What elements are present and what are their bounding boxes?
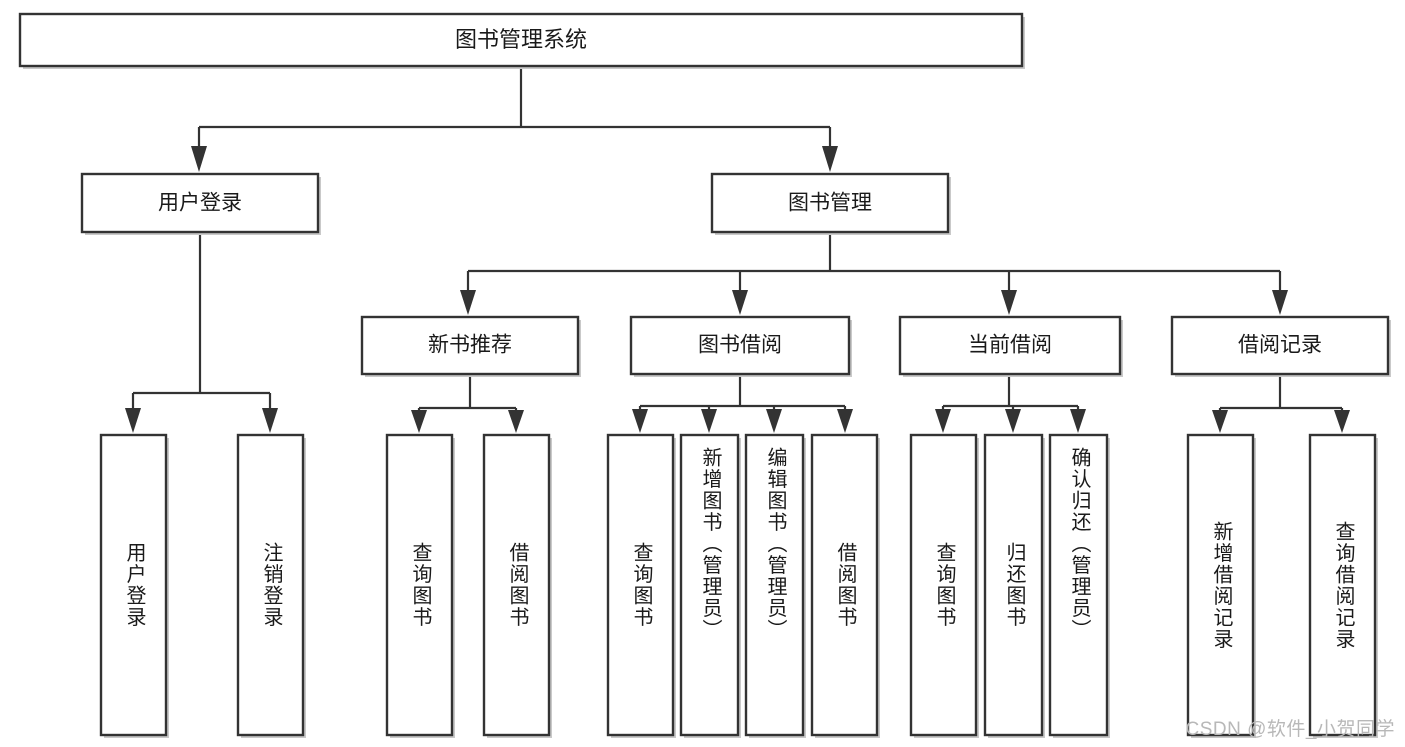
node-user-login[interactable]: 用户登录 [80,172,321,235]
arrow-head-icon [411,410,427,433]
node-user-login-label: 用户登录 [158,192,242,215]
node-leaf-query-book-recommend[interactable] [385,433,455,738]
connector-bookborrow-to-leaves [632,374,853,433]
node-borrow-record-label: 借阅记录 [1238,334,1322,357]
connector-root-to-level2 [191,66,838,172]
node-new-book-recommend-label: 新书推荐 [428,334,512,357]
node-root[interactable]: 图书管理系统 [18,12,1025,69]
node-book-borrow-label: 图书借阅 [698,334,782,357]
node-leaf-user-login[interactable] [99,433,169,738]
node-borrow-record[interactable]: 借阅记录 [1170,315,1391,377]
node-leaf-borrow-book-recommend[interactable] [482,433,552,738]
node-book-management-label: 图书管理 [788,192,872,215]
arrow-head-icon [632,409,648,433]
arrow-head-icon [1001,290,1017,315]
arrow-head-icon [837,409,853,433]
node-leaf-logout[interactable] [236,433,306,738]
connector-recommend-to-leaves [411,374,524,433]
node-leaf-return-book[interactable] [983,433,1045,738]
connector-bookmgmt-to-level3 [460,232,1288,315]
arrow-head-icon [732,290,748,315]
node-leaf-edit-book-admin[interactable] [744,433,806,738]
node-current-borrow-label: 当前借阅 [968,334,1052,357]
arrow-head-icon [1070,409,1086,433]
arrow-head-icon [508,410,524,433]
connector-borrowrecord-to-leaves [1212,374,1350,433]
node-new-book-recommend[interactable]: 新书推荐 [360,315,581,377]
arrow-head-icon [460,290,476,315]
arrow-head-icon [262,408,278,433]
watermark-text: CSDN @软件_小贺同学 [1185,719,1395,740]
node-leaf-query-book-borrow[interactable] [606,433,676,738]
node-leaf-query-borrow-record[interactable] [1308,433,1378,738]
node-leaf-confirm-return-admin[interactable] [1048,433,1110,738]
node-current-borrow[interactable]: 当前借阅 [898,315,1123,377]
node-root-label: 图书管理系统 [455,27,587,52]
node-book-management[interactable]: 图书管理 [710,172,951,235]
arrow-head-icon [191,146,207,172]
node-leaf-query-book-current[interactable] [909,433,979,738]
arrow-head-icon [1212,410,1228,433]
node-leaf-add-borrow-record[interactable] [1186,433,1256,738]
connector-userlogin-to-leaves [125,232,278,433]
node-book-borrow[interactable]: 图书借阅 [629,315,852,377]
arrow-head-icon [125,408,141,433]
connector-currentborrow-to-leaves [935,374,1086,433]
arrow-head-icon [935,409,951,433]
arrow-head-icon [822,146,838,172]
node-leaf-add-book-admin[interactable] [679,433,741,738]
arrow-head-icon [1005,409,1021,433]
arrow-head-icon [1334,410,1350,433]
arrow-head-icon [766,409,782,433]
arrow-head-icon [701,409,717,433]
node-leaf-borrow-book[interactable] [810,433,880,738]
arrow-head-icon [1272,290,1288,315]
